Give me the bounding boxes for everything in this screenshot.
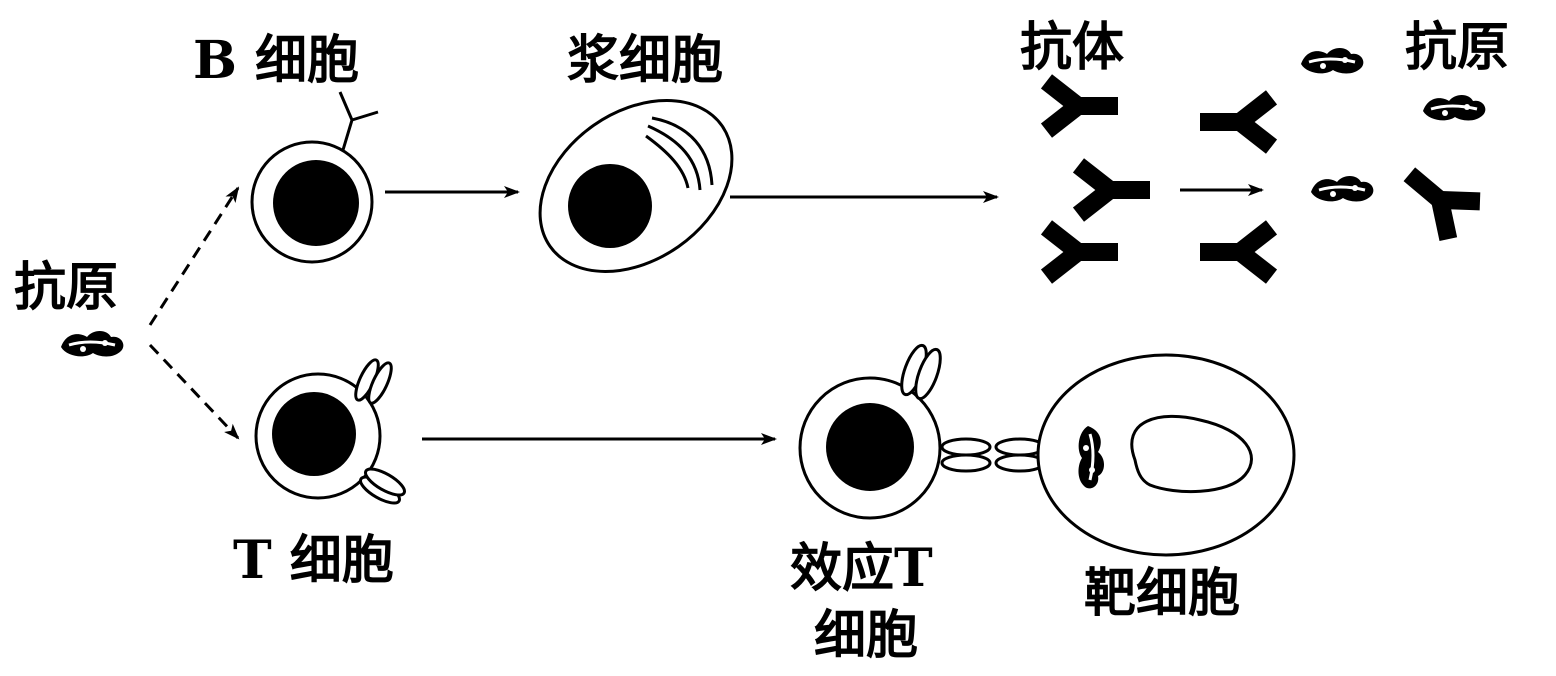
effector-t-cell: [798, 343, 1046, 520]
antigen-label-right: 抗原: [1405, 17, 1510, 78]
dashed-arrow-to-b-cell: [148, 186, 240, 326]
antigen-icon: [1309, 174, 1375, 203]
effector-t-label-line2: 细胞: [814, 605, 919, 666]
plasma-cell: [538, 99, 734, 273]
antigen-icon: [1421, 93, 1487, 122]
t-cell-label: T 细胞: [233, 530, 394, 591]
antigen-label: 抗原: [14, 257, 119, 318]
dashed-arrow-to-t-cell: [148, 343, 240, 440]
target-cell: [1036, 353, 1296, 557]
plasma-cell-label: 浆细胞: [567, 30, 724, 91]
antibody-label: 抗体: [1020, 17, 1125, 78]
target-cell-label: 靶细胞: [1084, 563, 1241, 624]
b-cell-label: B 细胞: [193, 30, 360, 91]
t-cell: [254, 358, 406, 505]
b-cell: [250, 91, 379, 264]
antibody-cluster: [1040, 74, 1150, 284]
antigen-icon: [59, 329, 125, 358]
effector-t-label-line1: 效应T: [790, 538, 933, 599]
antigen-icon: [1299, 46, 1365, 75]
